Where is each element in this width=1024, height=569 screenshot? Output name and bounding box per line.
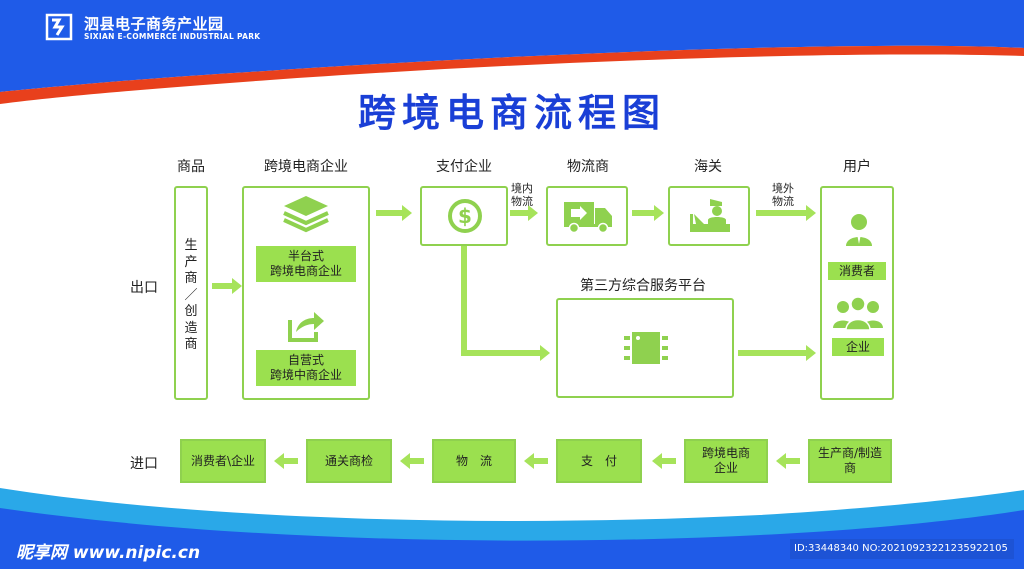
customs-officer-icon	[690, 199, 730, 232]
tag-enterprise: 企业	[832, 338, 884, 356]
arrow-import-4	[400, 453, 424, 469]
label-export: 出口	[130, 280, 158, 296]
dollar-coin-icon: $	[448, 199, 482, 233]
tag-consumer: 消费者	[828, 262, 886, 280]
arrow-payment-to-logistics	[510, 205, 538, 221]
park-logo-icon	[45, 13, 73, 41]
flow-arrows	[212, 205, 816, 469]
label-overseas-line2: 物流	[772, 195, 794, 208]
footer-id-bg	[790, 539, 1014, 559]
user-box: 消费者 企业	[820, 186, 894, 400]
payment-box: $	[420, 186, 508, 246]
label-domestic-line1: 境内	[511, 182, 533, 195]
label-overseas-line1: 境外	[772, 182, 794, 195]
label-domestic-logistics: 境内 物流	[506, 182, 538, 208]
label-overseas-logistics: 境外 物流	[766, 182, 800, 208]
logistics-box	[546, 186, 628, 246]
layers-icon	[283, 196, 329, 233]
brand-name-cn: 泗县电子商务产业园	[84, 15, 224, 33]
arrow-payment-to-platform	[461, 345, 550, 361]
third-party-platform-label: 第三方综合服务平台	[580, 278, 706, 294]
footer-image-id: ID:33448340 NO:20210923221235922105	[794, 543, 1008, 554]
arrow-producer-to-cbec	[212, 278, 242, 294]
header-payment: 支付企业	[436, 159, 492, 175]
arrow-import-1	[776, 453, 800, 469]
top-banner-red	[0, 45, 1024, 104]
third-party-platform-box	[556, 298, 734, 398]
label-domestic-line2: 物流	[511, 195, 533, 208]
header-cbec: 跨境电商企业	[264, 159, 348, 175]
import-step-consumer-enterprise: 消费者\企业	[180, 439, 266, 483]
header-customs: 海关	[694, 159, 722, 175]
import-step-customs-inspection: 通关商检	[306, 439, 392, 483]
tag-self-run-line2: 跨境中商企业	[269, 368, 342, 382]
arrow-import-5	[274, 453, 298, 469]
consumer-person-icon	[846, 214, 872, 246]
arrow-platform-to-user	[738, 345, 816, 361]
share-export-icon	[288, 312, 324, 342]
arrow-cbec-to-payment	[376, 205, 412, 221]
producer-label: 生产商／创造商	[184, 238, 198, 352]
tag-self-run-line1: 自营式	[287, 353, 324, 367]
svg-text:$: $	[458, 204, 472, 228]
import-step-payment: 支 付	[556, 439, 642, 483]
arrow-import-3	[524, 453, 548, 469]
top-banner-blue	[0, 0, 1024, 92]
header-logistics: 物流商	[567, 159, 609, 175]
bottom-wave-dark	[0, 508, 1024, 569]
tag-platform-line2: 跨境电商企业	[269, 264, 342, 278]
tag-platform-line1: 半台式	[287, 249, 324, 263]
header-user: 用户	[843, 159, 871, 175]
import-step-logistics: 物 流	[432, 439, 516, 483]
header-goods: 商品	[177, 159, 205, 175]
chip-icon	[624, 332, 668, 364]
tag-platform-cbec: 半台式 跨境电商企业	[256, 246, 356, 282]
import-step-cbec: 跨境电商 企业	[684, 439, 768, 483]
producer-box: 生产商／创造商	[174, 186, 208, 400]
enterprise-group-icon	[833, 296, 883, 331]
brand-name-en: SIXIAN E-COMMERCE INDUSTRIAL PARK	[84, 32, 261, 41]
arrow-import-2	[652, 453, 676, 469]
cbec-box: 半台式 跨境电商企业 自营式 跨境中商企业	[242, 186, 370, 400]
tag-self-run-cbec: 自营式 跨境中商企业	[256, 350, 356, 386]
label-import: 进口	[130, 456, 158, 472]
delivery-truck-icon	[564, 202, 612, 234]
arrow-logistics-to-customs	[632, 205, 664, 221]
arrow-payment-down	[461, 246, 467, 356]
footer-site-logo: 昵享网 www.nipic.cn	[16, 543, 201, 563]
customs-box	[668, 186, 750, 246]
arrow-customs-to-user	[756, 205, 816, 221]
page-title: 跨境电商流程图	[357, 91, 666, 135]
import-step-producer: 生产商/制造 商	[808, 439, 892, 483]
